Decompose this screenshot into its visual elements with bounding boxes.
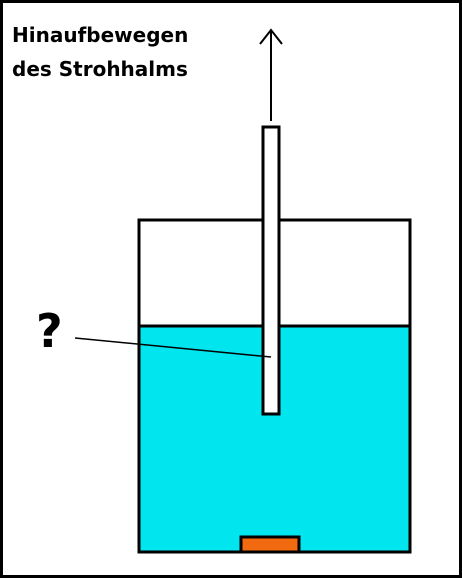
- caption-line-2: des Strohhalms: [12, 57, 188, 81]
- straw: [261, 125, 281, 416]
- movement-caption: Hinaufbewegen des Strohhalms: [12, 18, 188, 86]
- upward-arrow-head: [259, 28, 283, 45]
- question-mark-label: ?: [36, 304, 63, 358]
- question-pointer-line: [74, 337, 272, 358]
- bottom-weight: [239, 535, 301, 554]
- caption-line-1: Hinaufbewegen: [12, 23, 189, 47]
